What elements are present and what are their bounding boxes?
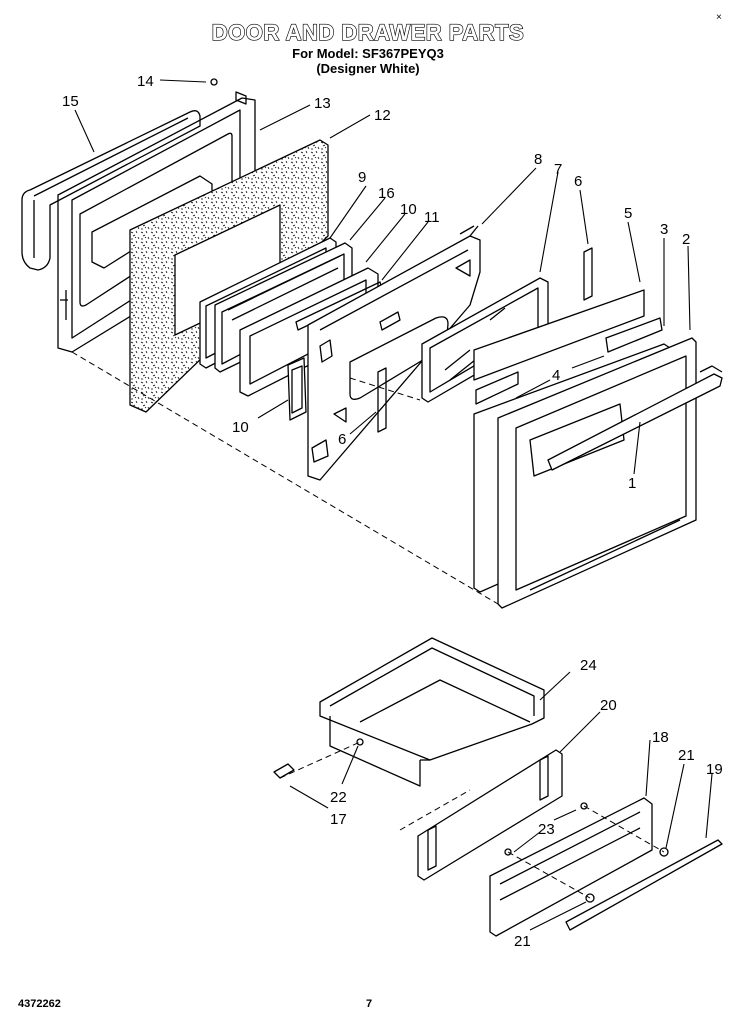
callout-15: 15 — [62, 93, 79, 110]
door-insulation-panel — [473, 289, 645, 381]
page-number: 7 — [366, 998, 373, 1010]
callout-12: 12 — [374, 107, 391, 124]
leader-lines — [74, 79, 713, 931]
outer-door-frame — [497, 337, 697, 609]
drawer-glide — [273, 763, 295, 779]
callout-24: 24 — [580, 657, 597, 674]
callout-7: 7 — [554, 161, 562, 178]
callout-18: 18 — [652, 729, 669, 746]
callout-13: 13 — [314, 95, 331, 112]
alignment-lines — [71, 351, 665, 899]
callout-1: 1 — [628, 475, 636, 492]
spacer-strip-upper — [605, 317, 663, 353]
callout-6-upper: 6 — [574, 173, 582, 190]
storage-drawer-body — [319, 637, 545, 787]
door-hinge-left — [377, 367, 387, 433]
drawer-front-panel — [417, 749, 563, 881]
callout-3: 3 — [660, 221, 668, 238]
callout-17: 17 — [330, 811, 347, 828]
drawer-outer-panel — [489, 797, 653, 937]
callout-21-lower: 21 — [514, 933, 531, 950]
page-title: DOOR AND DRAWER PARTS — [211, 19, 525, 45]
drawer-trim-strip — [565, 839, 723, 931]
callout-4: 4 — [552, 367, 560, 384]
inner-door-panel — [307, 225, 481, 481]
callout-2: 2 — [682, 231, 690, 248]
callout-11: 11 — [424, 209, 440, 226]
callout-16: 16 — [378, 185, 395, 202]
door-handle — [547, 365, 723, 471]
part-number: 4372262 — [18, 998, 61, 1010]
callout-6-lower: 6 — [338, 431, 346, 448]
callout-19: 19 — [706, 761, 723, 778]
glass-frame-small — [287, 357, 307, 421]
color-line: (Designer White) — [316, 61, 420, 76]
spacer-strip-lower — [475, 371, 519, 405]
callout-10-upper: 10 — [400, 201, 417, 218]
callout-21-upper: 21 — [678, 747, 695, 764]
callout-9: 9 — [358, 169, 366, 186]
callout-23: 23 — [538, 821, 555, 838]
callout-5: 5 — [624, 205, 632, 222]
callout-14: 14 — [137, 73, 154, 90]
callout-20: 20 — [600, 697, 617, 714]
callout-10-lower: 10 — [232, 419, 249, 436]
callout-8: 8 — [534, 151, 542, 168]
callout-22: 22 — [330, 789, 347, 806]
door-hinge-right — [583, 247, 593, 301]
model-line: For Model: SF367PEYQ3 — [292, 46, 444, 61]
door-gasket — [21, 110, 201, 271]
screws — [210, 78, 669, 903]
corner-mark: × — [716, 12, 722, 23]
